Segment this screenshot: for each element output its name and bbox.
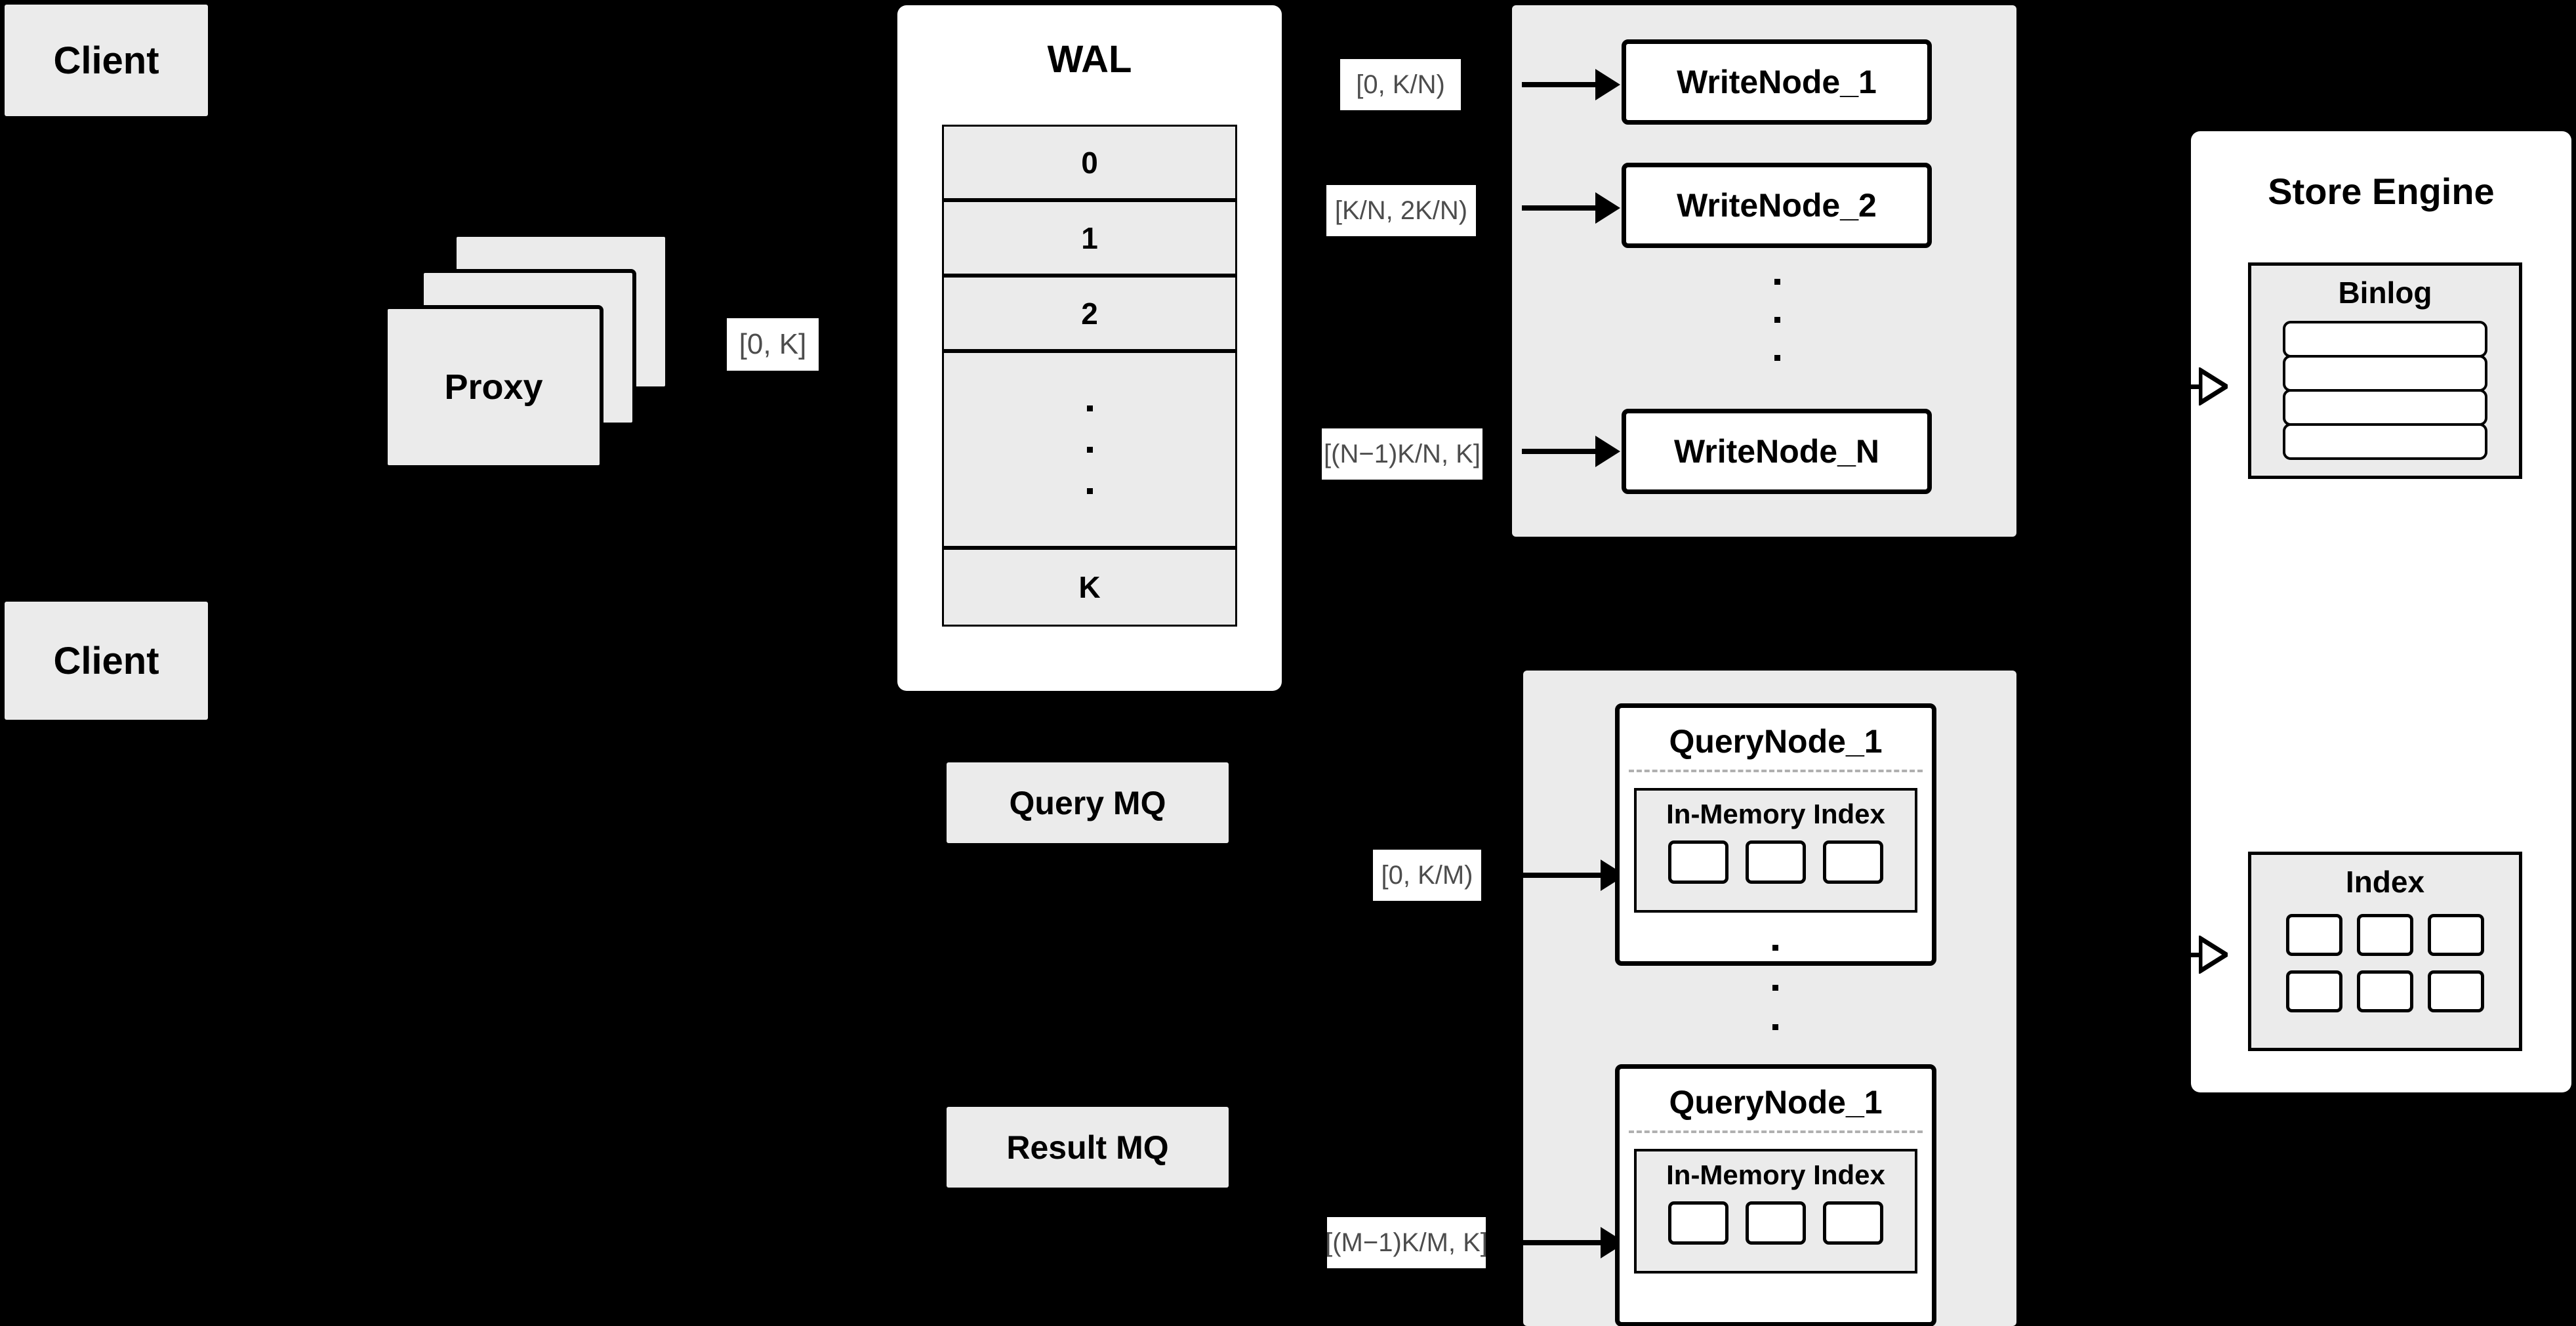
binlog-title-text: Binlog [2338, 276, 2432, 310]
query-node-1-index-chip [1746, 840, 1806, 884]
index-chip [2428, 914, 2484, 956]
arrow-line-to-index [2152, 953, 2217, 957]
query-node-m-title: QueryNode_1 [1620, 1083, 1932, 1121]
wal-row-2-text: 2 [1081, 296, 1098, 331]
arrow-head-write-node-2 [1595, 192, 1620, 224]
hollow-triangle-icon [2198, 934, 2231, 976]
write-node-2-label: WriteNode_2 [1677, 187, 1877, 224]
hollow-triangle-icon [2198, 365, 2231, 407]
wal-row-k-text: K [1078, 570, 1101, 604]
binlog-box: Binlog [2248, 262, 2522, 479]
edge-label-proxy-to-wal: [0, K] [727, 318, 819, 371]
query-node-1-index-chip [1668, 840, 1728, 884]
index-chip [2286, 970, 2342, 1012]
query-node-1-box[interactable]: QueryNode_1 In-Memory Index [1615, 703, 1936, 966]
binlog-entry-bar [2283, 355, 2487, 392]
wal-title: WAL [897, 36, 1282, 82]
index-title-text: Index [2345, 865, 2425, 899]
proxy-label: Proxy [444, 367, 543, 407]
query-node-m-index-chip [1823, 1201, 1883, 1245]
wal-vertical-ellipsis-icon [1086, 405, 1093, 494]
arrow-head-to-binlog-icon [2198, 365, 2231, 409]
index-chip [2428, 970, 2484, 1012]
write-node-n-box[interactable]: WriteNode_N [1622, 409, 1932, 494]
query-node-1-index-chip [1823, 840, 1883, 884]
query-node-1-inmemory-index-title: In-Memory Index [1666, 798, 1885, 829]
arrow-head-write-node-n [1595, 436, 1620, 467]
edge-label-query-node-1: [0, K/M) [1373, 850, 1481, 901]
edge-label-write-node-1-text: [0, K/N) [1356, 70, 1445, 99]
query-cluster-vertical-ellipsis-icon [1771, 945, 1779, 1030]
client-box-1[interactable]: Client [5, 5, 208, 116]
query-node-m-inmemory-index-box: In-Memory Index [1634, 1149, 1917, 1274]
edge-label-query-node-m: [(M−1)K/M, K] [1325, 1217, 1488, 1268]
result-mq-label: Result MQ [1006, 1129, 1169, 1166]
proxy-box[interactable]: Proxy [384, 305, 603, 469]
wal-row-2: 2 [942, 276, 1237, 351]
store-engine-title: Store Engine [2191, 167, 2571, 215]
index-title: Index [2251, 864, 2519, 900]
query-node-m-separator [1629, 1130, 1923, 1133]
query-node-1-title: QueryNode_1 [1620, 722, 1932, 760]
query-node-m-index-chip [1746, 1201, 1806, 1245]
wal-row-1-text: 1 [1081, 220, 1098, 255]
store-engine-title-text: Store Engine [2268, 170, 2495, 212]
binlog-entry-bar [2283, 423, 2487, 460]
wal-row-ellipsis [942, 351, 1237, 548]
edge-label-write-node-2: [K/N, 2K/N) [1326, 185, 1476, 236]
edge-label-write-node-1: [0, K/N) [1340, 59, 1461, 110]
client-label-1: Client [53, 39, 159, 82]
query-node-m-label: QueryNode_1 [1669, 1084, 1883, 1121]
index-chip [2357, 914, 2413, 956]
query-node-m-box[interactable]: QueryNode_1 In-Memory Index [1615, 1064, 1936, 1326]
arrow-line-write-node-n [1522, 449, 1610, 454]
wal-title-text: WAL [1047, 37, 1132, 81]
write-node-n-label: WriteNode_N [1673, 433, 1879, 470]
index-box: Index [2248, 852, 2522, 1051]
query-node-m-inmemory-index-title: In-Memory Index [1666, 1159, 1885, 1190]
binlog-entry-bar [2283, 321, 2487, 358]
index-chip [2357, 970, 2413, 1012]
write-node-1-box[interactable]: WriteNode_1 [1622, 39, 1932, 125]
query-mq-label: Query MQ [1009, 784, 1166, 821]
edge-label-write-node-n: [(N−1)K/N, K] [1322, 428, 1482, 480]
binlog-entry-bar [2283, 389, 2487, 426]
wal-row-1: 1 [942, 200, 1237, 276]
query-mq-box[interactable]: Query MQ [947, 762, 1229, 843]
arrow-head-to-index-icon [2198, 934, 2231, 977]
edge-label-write-node-2-text: [K/N, 2K/N) [1334, 196, 1468, 225]
arrow-line-write-node-1 [1522, 82, 1610, 87]
binlog-title: Binlog [2251, 275, 2519, 310]
arrow-line-write-node-2 [1522, 205, 1610, 211]
client-box-2[interactable]: Client [5, 602, 208, 720]
wal-row-0-text: 0 [1081, 145, 1098, 180]
query-node-1-inmemory-index-box: In-Memory Index [1634, 788, 1917, 913]
arrow-line-to-binlog [2152, 384, 2217, 389]
write-cluster-vertical-ellipsis-icon [1773, 279, 1781, 361]
edge-label-query-node-m-text: [(M−1)K/M, K] [1325, 1228, 1488, 1257]
edge-label-proxy-to-wal-text: [0, K] [739, 328, 807, 360]
client-label-2: Client [53, 639, 159, 682]
write-node-2-box[interactable]: WriteNode_2 [1622, 163, 1932, 248]
arrow-head-write-node-1 [1595, 69, 1620, 100]
query-node-m-index-chip [1668, 1201, 1728, 1245]
edge-label-write-node-n-text: [(N−1)K/N, K] [1324, 439, 1481, 468]
wal-row-k: K [942, 548, 1237, 627]
arrow-line-query-node-1 [1523, 873, 1615, 878]
query-node-1-separator [1629, 770, 1923, 772]
arrow-line-query-node-m [1523, 1240, 1615, 1245]
index-chip [2286, 914, 2342, 956]
write-node-1-label: WriteNode_1 [1677, 64, 1877, 100]
wal-row-0: 0 [942, 125, 1237, 200]
query-node-1-label: QueryNode_1 [1669, 723, 1883, 760]
result-mq-box[interactable]: Result MQ [947, 1107, 1229, 1188]
edge-label-query-node-1-text: [0, K/M) [1381, 860, 1473, 890]
